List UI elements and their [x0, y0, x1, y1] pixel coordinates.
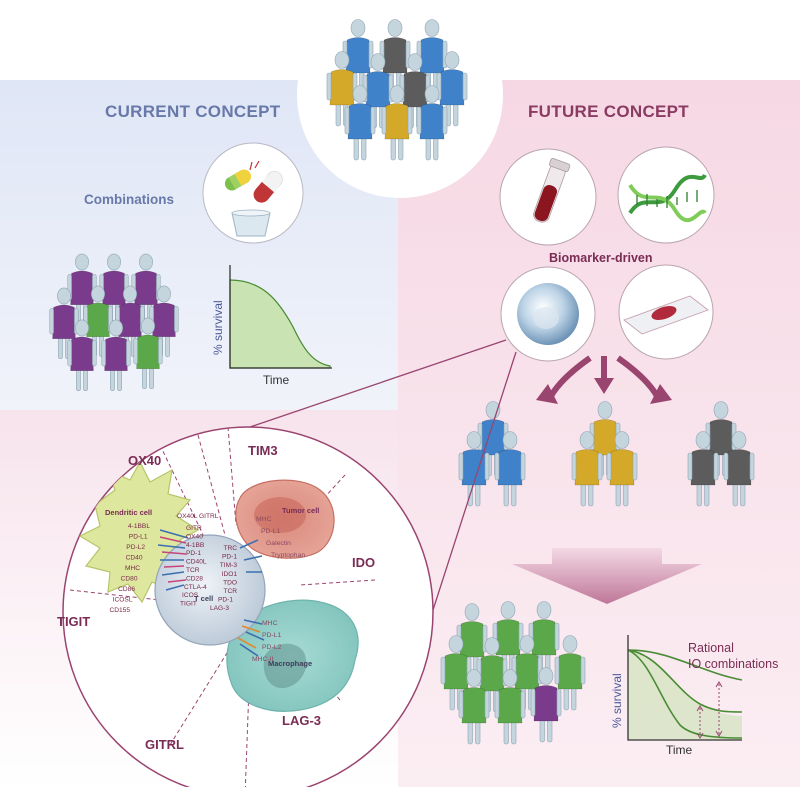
person-figure	[101, 319, 131, 391]
population-rational	[440, 601, 586, 745]
person-figure	[687, 431, 719, 507]
person-figure	[554, 635, 586, 711]
left-graph-xlabel: Time	[263, 373, 290, 387]
sector-lag3: LAG-3	[282, 713, 321, 728]
dendritic-ligand-label: ICOSL	[113, 597, 133, 604]
t-cell	[154, 534, 266, 646]
person-figure	[381, 85, 413, 161]
person-figure	[458, 431, 490, 507]
cell-icon	[500, 266, 596, 362]
tcell-receptor-label: TIGIT	[180, 601, 197, 608]
left-survival-graph: % survival Time	[211, 265, 332, 387]
tcell-receptor-label: TRC	[223, 545, 237, 552]
macrophage-ligand-label: MHC-II	[252, 656, 274, 663]
person-figure	[606, 431, 638, 507]
subgroup-blue	[458, 401, 526, 507]
person-figure	[344, 85, 376, 161]
tcell-receptor-label: 4-1BB	[186, 542, 205, 549]
dendritic-ligand-label: MHC	[125, 565, 140, 572]
tcell-receptor-label: TCR	[186, 567, 200, 574]
tcell-receptor-label: CD28	[186, 575, 203, 582]
person-figure	[440, 635, 472, 711]
subgroup-yellow	[571, 401, 638, 507]
person-figure	[67, 319, 97, 391]
tcell-receptor-label: IDO1	[222, 571, 238, 578]
tcell-receptor-label: PD-1	[222, 554, 237, 561]
tcell-receptor-label: TIM-3	[220, 562, 238, 569]
immune-synapse-diagram: OX40 TIM3 IDO TIGIT GITRL LAG-3 Dendriti…	[57, 426, 434, 787]
blood-tube-icon	[499, 148, 597, 246]
dendritic-ligand-label: PD-L2	[126, 544, 145, 551]
tcell-receptor-label: PD-1	[218, 597, 233, 604]
subgroup-gray	[687, 401, 755, 507]
io-combinations-label: IO combinations	[688, 657, 778, 671]
right-graph-ylabel: % survival	[610, 673, 624, 728]
tissue-slide-icon	[618, 264, 714, 360]
person-figure	[494, 669, 526, 745]
sector-tim3: TIM3	[248, 443, 278, 458]
zoom-line-top	[249, 339, 507, 428]
tumor-cell-label: Tumor cell	[282, 506, 319, 515]
tumor-ligand-label: Tryptophan	[271, 552, 305, 559]
zoom-line-bottom	[432, 351, 517, 611]
right-graph-xlabel: Time	[666, 743, 693, 757]
tcell-receptor-label: LAG-3	[210, 605, 229, 612]
split-arrows	[536, 355, 672, 404]
dendritic-cell-label: Dendritic cell	[105, 508, 152, 517]
macrophage-label: Macrophage	[268, 659, 312, 668]
person-figure	[83, 285, 113, 357]
dendritic-ligand-label: CD155	[109, 607, 130, 614]
rational-label: Rational	[688, 641, 734, 655]
person-figure	[149, 285, 179, 357]
person-figure	[133, 317, 163, 389]
person-figure	[530, 667, 562, 743]
dendritic-ligand-label: CD40	[126, 555, 143, 562]
combinations-label: Combinations	[84, 192, 174, 207]
tumor-ligand-label: PD-L1	[261, 528, 280, 535]
right-survival-graph: % survival Time Rational IO combinations	[610, 635, 778, 757]
left-graph-ylabel: % survival	[211, 300, 225, 355]
tcell-receptor-label: ICOS	[182, 592, 199, 599]
person-figure	[571, 431, 603, 507]
dna-icon	[617, 146, 715, 244]
tcell-receptor-label: TCR	[223, 588, 237, 595]
person-figure	[416, 85, 448, 161]
dendritic-top-ligand-label: GITRL	[199, 513, 219, 520]
dendritic-ligand-label: CD86	[118, 586, 135, 593]
person-figure	[723, 431, 755, 507]
population-combinations	[49, 253, 179, 391]
person-figure	[436, 51, 468, 127]
macrophage-ligand-label: MHC	[262, 620, 278, 627]
sector-ido: IDO	[352, 555, 375, 570]
person-figure	[326, 51, 358, 127]
sector-ox40: OX40	[128, 453, 161, 468]
dendritic-ligand-label: PD-L1	[129, 534, 148, 541]
sector-tigit: TIGIT	[57, 614, 90, 629]
dendritic-top-ligand-label: OX40L	[177, 513, 198, 520]
current-concept-title: CURRENT CONCEPT	[105, 102, 281, 121]
t-cell-label: T cell	[194, 594, 213, 603]
tcell-receptor-label: GITR	[186, 525, 202, 532]
macrophage-ligand-label: PD-L1	[262, 632, 281, 639]
tcell-receptor-label: CD40L	[186, 559, 207, 566]
tumor-ligand-label: MHC	[256, 516, 272, 523]
dendritic-ligand-label: 4-1BBL	[128, 523, 150, 530]
biomarker-driven-label: Biomarker-driven	[549, 251, 653, 265]
person-figure	[458, 669, 490, 745]
tcell-receptor-label: OX40	[186, 533, 203, 540]
tumor-ligand-label: Galectin	[266, 540, 291, 547]
tcell-receptor-label: PD-1	[186, 550, 201, 557]
person-figure	[494, 431, 526, 507]
pills-icon	[202, 142, 304, 244]
sector-gitrl: GITRL	[145, 737, 184, 752]
convergence-arrow	[512, 548, 702, 604]
future-concept-title: FUTURE CONCEPT	[528, 102, 689, 121]
population-top	[326, 19, 468, 161]
dendritic-ligand-label: CD80	[121, 576, 138, 583]
tcell-receptor-label: TDO	[223, 579, 237, 586]
macrophage-ligand-label: PD-L2	[262, 644, 281, 651]
tcell-receptor-label: CTLA-4	[184, 584, 207, 591]
